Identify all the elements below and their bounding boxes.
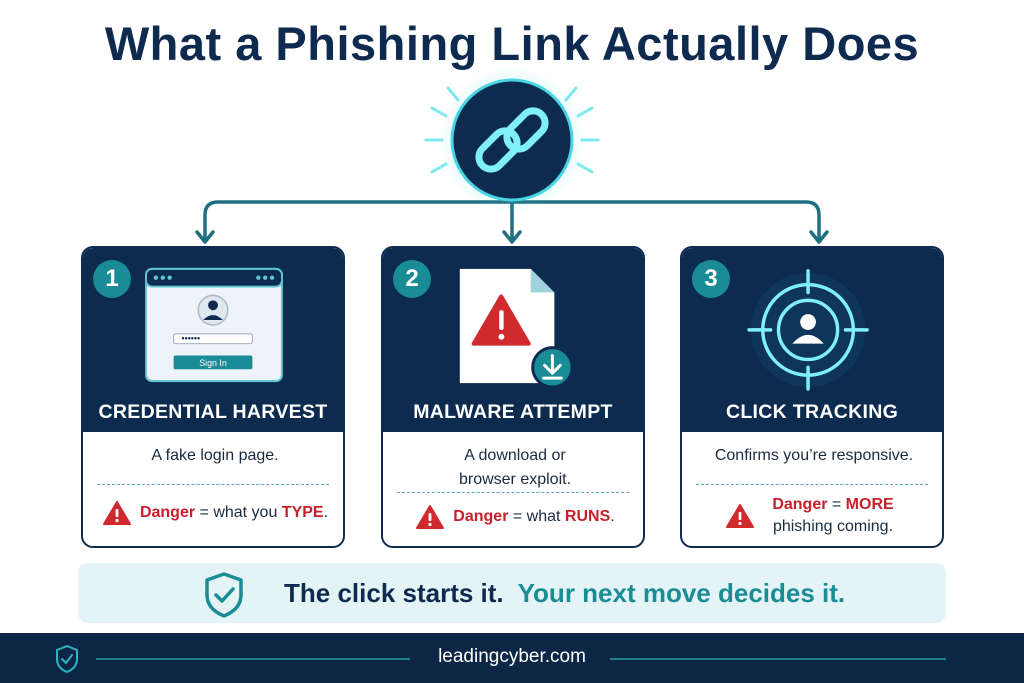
divider [397, 492, 629, 493]
warning-icon [416, 505, 445, 529]
page-title: What a Phishing Link Actually Does [104, 17, 920, 70]
step-number-badge: 2 [393, 260, 431, 298]
target-crosshair-user-icon [747, 269, 869, 391]
shield-check-icon [205, 572, 243, 618]
danger-mid: = what you [195, 504, 282, 521]
tagline-part-b: Your next move decides it. [517, 578, 846, 608]
password-mask: •••••• [181, 334, 200, 344]
shield-check-icon [56, 645, 78, 673]
tagline-banner: The click starts it. Your next move deci… [78, 563, 946, 623]
sign-in-button-label: Sign In [199, 358, 227, 368]
danger-end: phishing coming. [772, 518, 894, 535]
card-credential-harvest: 1 •••••• Sign In CREDENTIAL HARVEST A fa… [81, 246, 345, 548]
step-number-badge: 3 [692, 260, 730, 298]
footer-divider-left [96, 658, 410, 660]
danger-mid: = [827, 496, 846, 513]
danger-note: Danger = what RUNS. [393, 504, 637, 530]
divider [696, 484, 928, 485]
card-title: MALWARE ATTEMPT [413, 401, 613, 423]
chain-link-icon [424, 68, 600, 214]
card-title: CREDENTIAL HARVEST [98, 401, 328, 423]
card-description: A fake login page. [151, 447, 279, 464]
tagline-text: The click starts it. Your next move deci… [284, 578, 845, 609]
danger-label: Danger [772, 496, 828, 513]
divider [97, 484, 329, 485]
footer-divider-right [610, 658, 946, 660]
danger-end: . [323, 504, 329, 521]
fake-login-window-icon: •••••• Sign In [145, 267, 283, 383]
card-click-tracking: 3 CLICK TRACKING Confirms you’re respons… [680, 246, 944, 548]
danger-end: . [610, 508, 615, 525]
footer-site-link[interactable]: leadingcyber.com [438, 646, 586, 667]
warning-icon [102, 501, 131, 525]
danger-highlight: MORE [845, 496, 894, 513]
danger-highlight: TYPE [281, 504, 324, 521]
danger-note: Danger = MORE phishing coming. [692, 494, 936, 538]
footer: leadingcyber.com [0, 633, 1024, 683]
card-description: A download or browser exploit. [458, 447, 572, 488]
danger-label: Danger [139, 504, 196, 521]
danger-mid: = what [508, 508, 565, 525]
step-number-badge: 1 [93, 260, 131, 298]
tagline-part-a: The click starts it. [284, 578, 504, 608]
card-malware-attempt: 2 MALWARE ATTEMPT A download or browser … [381, 246, 645, 548]
warning-file-download-icon [459, 268, 574, 389]
card-description: Confirms you’re responsive. [714, 447, 914, 464]
danger-label: Danger [453, 508, 509, 525]
warning-icon [726, 504, 754, 528]
danger-highlight: RUNS [564, 508, 611, 525]
danger-note: Danger = what you TYPE. [93, 500, 337, 526]
card-title: CLICK TRACKING [725, 401, 899, 423]
